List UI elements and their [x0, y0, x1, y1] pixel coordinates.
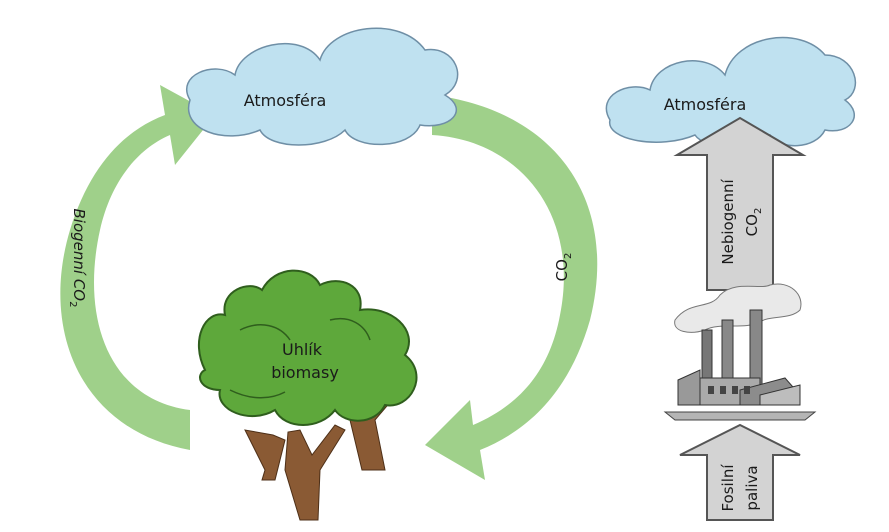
atmosphere-label-right: Atmosféra	[664, 95, 747, 114]
return-co2-arrow	[425, 95, 598, 480]
nonbiogenic-label-line2: CO2	[743, 208, 764, 237]
atmosphere-cloud-right: Atmosféra	[605, 36, 856, 147]
biogenic-co2-label: Biogenní CO2	[67, 209, 88, 308]
biomass-label-line1: Uhlík	[282, 340, 323, 359]
nonbiogenic-label-line1: Nebiogenní	[719, 179, 737, 265]
fossil-fuels-arrow: Fosilní paliva	[679, 423, 801, 521]
return-co2-label: CO2	[553, 253, 574, 282]
biogenic-co2-arrow	[60, 85, 215, 450]
biomass-label-line2: biomasy	[271, 363, 339, 382]
factory-illustration	[663, 283, 817, 421]
atmosphere-cloud-left: Atmosféra	[186, 27, 459, 146]
atmosphere-label-left: Atmosféra	[244, 91, 327, 110]
fossil-label-line2: paliva	[743, 465, 761, 510]
biomass-trees: Uhlík biomasy	[197, 269, 418, 521]
fossil-label-line1: Fosilní	[719, 464, 737, 512]
nonbiogenic-co2-arrow: Nebiogenní CO2	[673, 116, 807, 291]
